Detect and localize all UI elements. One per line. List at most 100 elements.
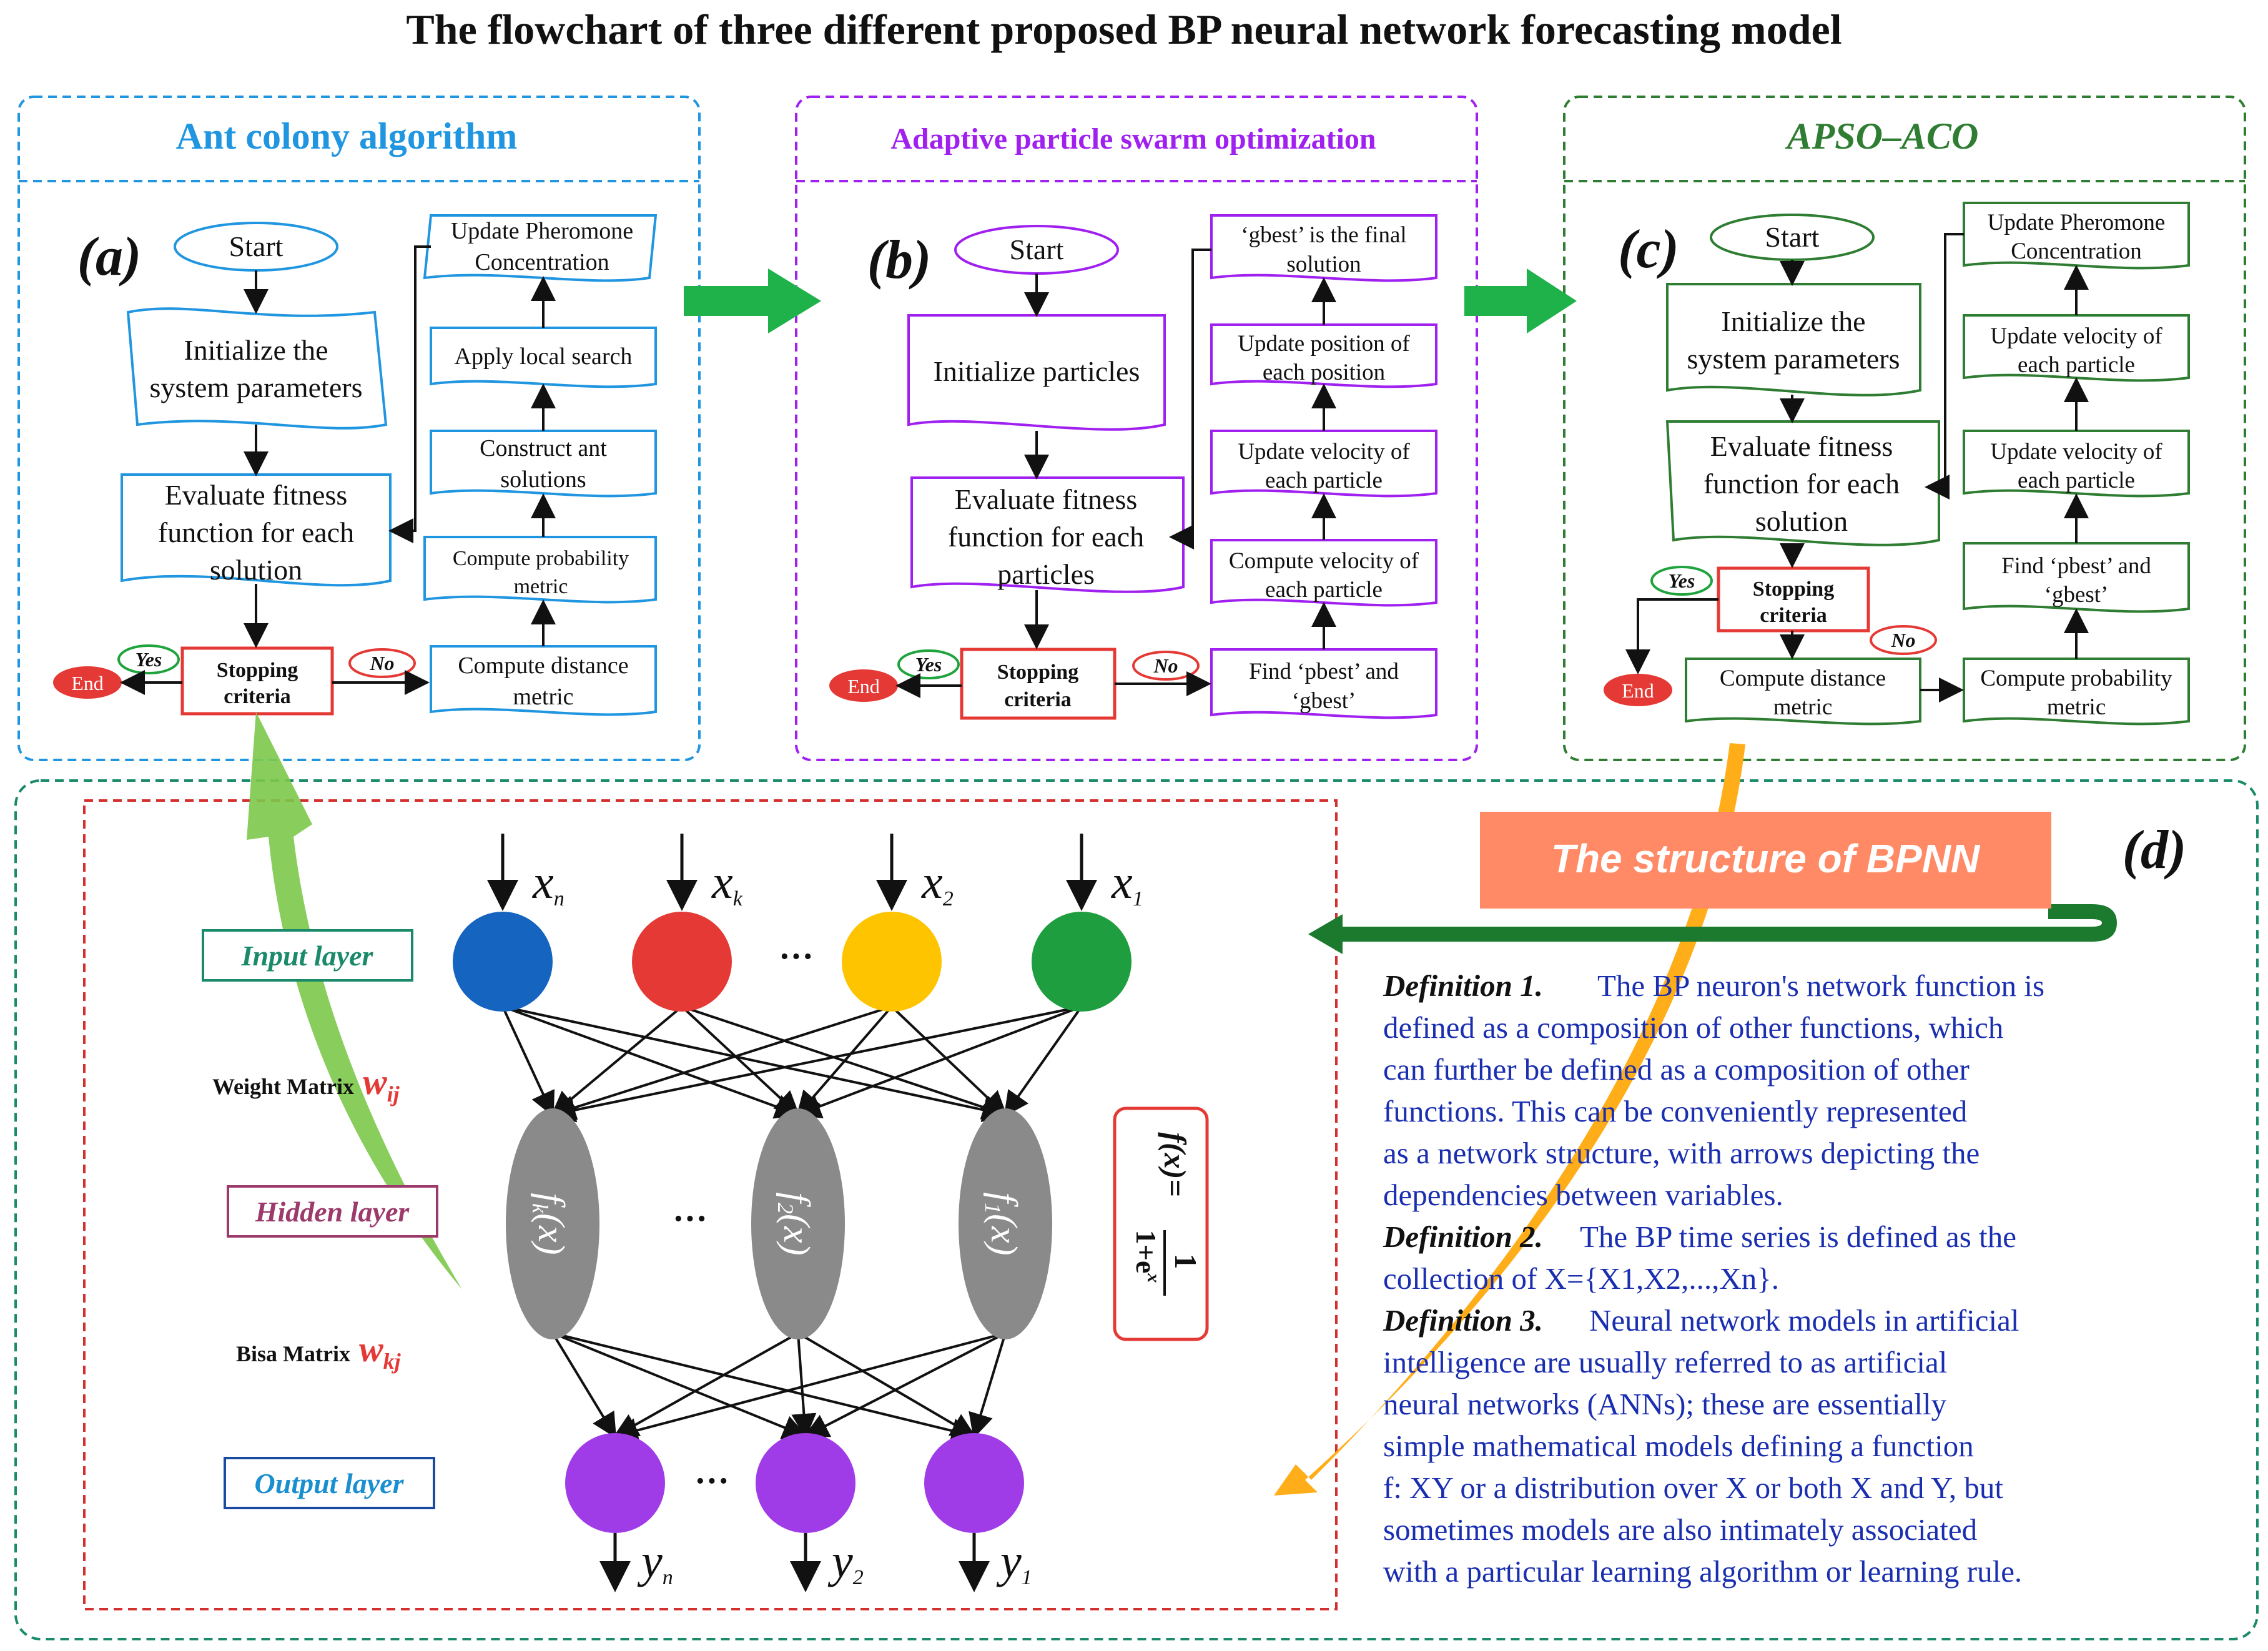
panel-d-label: (d) (2123, 820, 2187, 880)
c-pheromone-text-2: Concentration (2011, 239, 2142, 264)
b-evaluate-node (910, 476, 1185, 593)
c-init-node (1666, 283, 1921, 397)
a-distance-text-2: metric (513, 684, 573, 710)
a-stopping-criteria (180, 646, 334, 716)
activation-formula-box (1113, 1106, 1209, 1341)
transition-arrow-a-b (684, 269, 821, 333)
c-velocity-1-text-2: each particle (2018, 352, 2135, 378)
b-find-best-text-2: ‘gbest’ (1292, 688, 1356, 714)
panel-c-header: APSO–ACO (1785, 116, 1979, 157)
input-hidden-connection (681, 1005, 800, 1116)
definition-3-line-5: f: XY or a distribution over X or both X… (1383, 1471, 2003, 1505)
b-final-text-1: ‘gbest’ is the final (1241, 222, 1406, 248)
a-init-text-1: Initialize the (184, 334, 328, 366)
c-start-text: Start (1765, 221, 1820, 253)
svg-text:1+ex: 1+ex (1130, 1230, 1164, 1283)
a-init-node (126, 307, 388, 430)
input-hidden-connection (501, 1006, 555, 1117)
c-evaluate-text-1: Evaluate fitness (1710, 430, 1893, 462)
b-evaluate-text-3: particles (997, 558, 1095, 590)
b-evaluate-text-2: function for each (948, 521, 1144, 553)
output-ellipsis: ··· (694, 1462, 729, 1501)
input-layer-box (202, 929, 413, 982)
a-evaluate-text-2: function for each (158, 516, 354, 548)
input-hidden-connection (550, 1005, 683, 1116)
definition-3-line-7: with a particular learning algorithm or … (1383, 1554, 2022, 1589)
hidden-node (751, 1108, 845, 1339)
c-pheromone-text-1: Update Pheromone (1988, 210, 2166, 235)
panel-c-frame (1563, 96, 2246, 761)
b-update-velocity-text-1: Update velocity of (1238, 439, 1410, 465)
a-stop-text-1: Stopping (217, 659, 298, 682)
c-end-text: End (1622, 679, 1654, 702)
a-evaluate-text-1: Evaluate fitness (165, 479, 348, 511)
b-final-text-2: solution (1286, 252, 1361, 277)
b-compute-velocity-text-1: Compute velocity of (1229, 548, 1419, 574)
a-evaluate-node (121, 473, 392, 587)
b-end-node (829, 669, 898, 702)
c-evaluate-text-2: function for each (1703, 468, 1900, 500)
input-node (453, 912, 553, 1012)
c-stopping-criteria (1717, 566, 1870, 633)
panel-b-label: (b) (867, 230, 932, 290)
c-init-text-1: Initialize the (1721, 305, 1865, 337)
panel-b-header: Adaptive particle swarm optimization (890, 122, 1376, 155)
b-evaluate-text-1: Evaluate fitness (955, 483, 1138, 515)
a-evaluate-text-3: solution (210, 554, 302, 586)
a-stop-text-2: criteria (224, 685, 291, 708)
input-hidden-connection (550, 1005, 1082, 1123)
hidden-output-connection (551, 1332, 617, 1439)
b-end-text: End (847, 675, 880, 697)
definition-3-head: Definition 3. (1383, 1303, 1543, 1338)
hidden-output-connection (797, 1332, 977, 1438)
panel-a-label: (a) (77, 227, 142, 287)
c-init-text-2: system parameters (1687, 343, 1900, 375)
input-layer-label: Input layer (241, 940, 374, 972)
svg-text:f(x)=: f(x)= (1158, 1132, 1193, 1196)
definition-2-head: Definition 2. (1383, 1220, 1543, 1254)
definition-2-line-2: collection of X={X1,X2,...,Xn}. (1383, 1261, 1779, 1296)
panel-d-frame (14, 779, 2259, 1640)
a-end-text: End (71, 672, 104, 694)
input-label: x2 (921, 856, 954, 910)
panel-c-flow (1665, 202, 2190, 726)
b-position-text-2: each position (1263, 360, 1385, 385)
a-init-text-2: system parameters (149, 372, 362, 403)
output-node (924, 1433, 1024, 1533)
a-construct-text-2: solutions (500, 466, 586, 493)
b-stop-text-2: criteria (1004, 688, 1072, 711)
b-no-badge (1132, 651, 1200, 681)
b-init-node (907, 314, 1166, 431)
definition-1-line-1: The BP neuron's network function is (1597, 968, 2044, 1003)
b-compute-velocity-text-2: each particle (1265, 577, 1383, 603)
c-no-badge (1870, 625, 1937, 655)
definition-3-line-2: intelligence are usually referred to as … (1383, 1345, 1947, 1379)
hidden-output-connection (803, 1332, 1006, 1437)
definition-1-line-5: as a network structure, with arrows depi… (1383, 1136, 1980, 1170)
input-ellipsis: ··· (779, 937, 814, 976)
definitions: Definition 1. The BP neuron's network fu… (1383, 968, 2044, 1589)
definition-3-line-1: Neural network models in artificial (1589, 1303, 2019, 1338)
bpnn-banner-text: The structure of BPNN (1551, 836, 1981, 881)
hidden-output-connection (613, 1332, 799, 1437)
panel-a-header: Ant colony algorithm (176, 116, 518, 157)
output-layer-box (224, 1457, 435, 1509)
c-find-best-text-1: Find ‘pbest’ and (2001, 553, 2151, 579)
a-end-node (53, 666, 122, 699)
feedback-arrow-light-green (247, 712, 462, 1289)
activation-formula: f(x)= 1 1+ex (1130, 1132, 1203, 1296)
output-label: y2 (827, 1535, 864, 1589)
c-stop-text-1: Stopping (1753, 578, 1834, 601)
svg-text:1: 1 (1168, 1254, 1203, 1269)
output-node (756, 1433, 855, 1533)
input-node (842, 912, 942, 1012)
input-hidden-connection (890, 1005, 1007, 1116)
definition-1-head: Definition 1. (1383, 968, 1543, 1003)
bpnn-banner (1480, 812, 2051, 909)
hidden-output-connection (613, 1332, 1006, 1443)
panel-c-label: (c) (1618, 219, 1679, 280)
output-layer-label: Output layer (255, 1467, 405, 1499)
